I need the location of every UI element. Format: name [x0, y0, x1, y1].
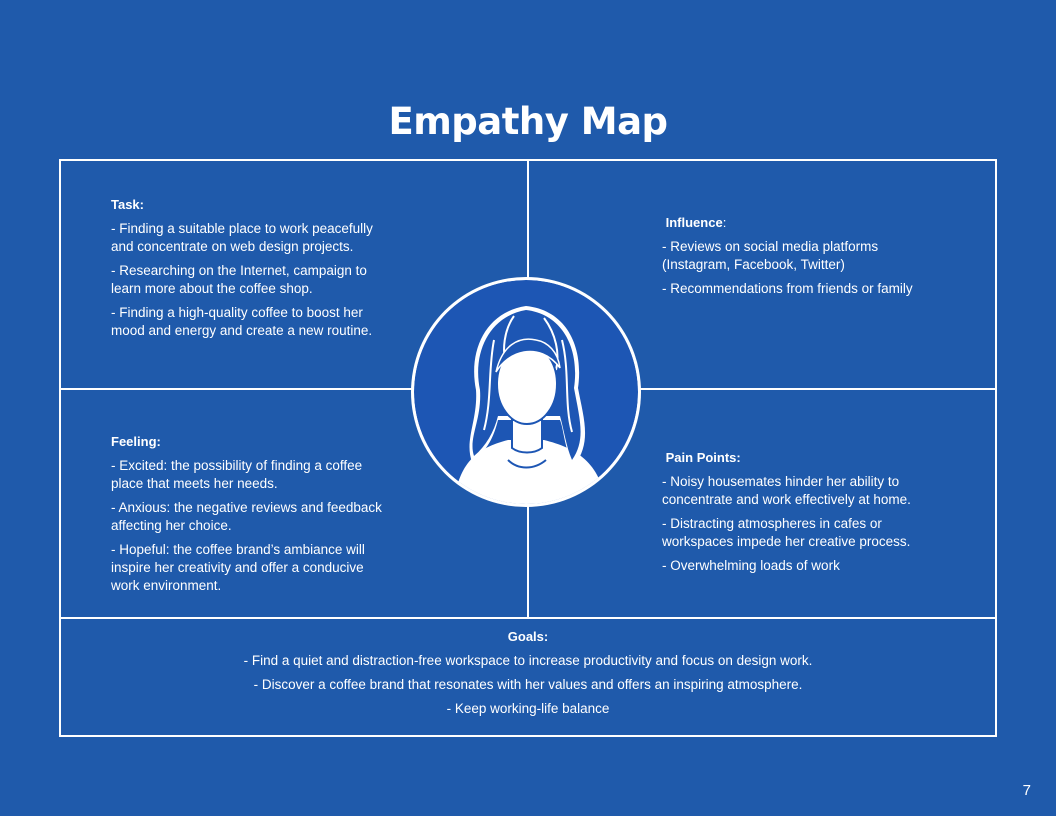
task-item: - Finding a suitable place to work peace… [111, 221, 373, 254]
goals-divider [59, 617, 997, 619]
influence-heading: Influence: [662, 214, 942, 232]
task-item: - Researching on the Internet, campaign … [111, 263, 367, 296]
goal-item: - Find a quiet and distraction-free work… [243, 653, 813, 668]
goal-item: - Keep working-life balance [446, 701, 610, 716]
influence-item: - Reviews on social media platforms (Ins… [662, 239, 879, 272]
woman-avatar-icon [414, 280, 638, 504]
goals-section: Goals: - Find a quiet and distraction-fr… [59, 628, 997, 724]
feeling-item: - Excited: the possibility of finding a … [111, 458, 363, 491]
influence-heading-text: Influence [665, 215, 723, 230]
pain-point-item: - Noisy housemates hinder her ability to… [662, 474, 911, 507]
feeling-heading: Feeling: [111, 434, 161, 449]
page-number: 7 [1022, 782, 1031, 799]
pain-point-item: - Overwhelming loads of work [662, 558, 840, 573]
feeling-item: - Anxious: the negative reviews and feed… [111, 500, 382, 533]
goal-item: - Discover a coffee brand that resonates… [253, 677, 803, 692]
avatar [411, 277, 641, 507]
pain-points-heading: Pain Points: [662, 449, 947, 467]
pain-points-heading-text: Pain Points: [665, 450, 741, 465]
task-section: Task: - Finding a suitable place to work… [111, 196, 391, 346]
pain-point-item: - Distracting atmospheres in cafes or wo… [662, 516, 911, 549]
feeling-item: - Hopeful: the coffee brand’s ambiance w… [111, 542, 365, 593]
influence-colon: : [722, 215, 727, 230]
goals-heading: Goals: [507, 629, 549, 644]
pain-points-section: Pain Points: - Noisy housemates hinder h… [662, 449, 947, 581]
task-heading: Task: [111, 197, 144, 212]
influence-item: - Recommendations from friends or family [662, 281, 913, 296]
influence-section: Influence: - Reviews on social media pla… [662, 214, 942, 304]
task-item: - Finding a high-quality coffee to boost… [111, 305, 373, 338]
feeling-section: Feeling: - Excited: the possibility of f… [111, 433, 391, 601]
page-title: Empathy Map [388, 100, 668, 143]
